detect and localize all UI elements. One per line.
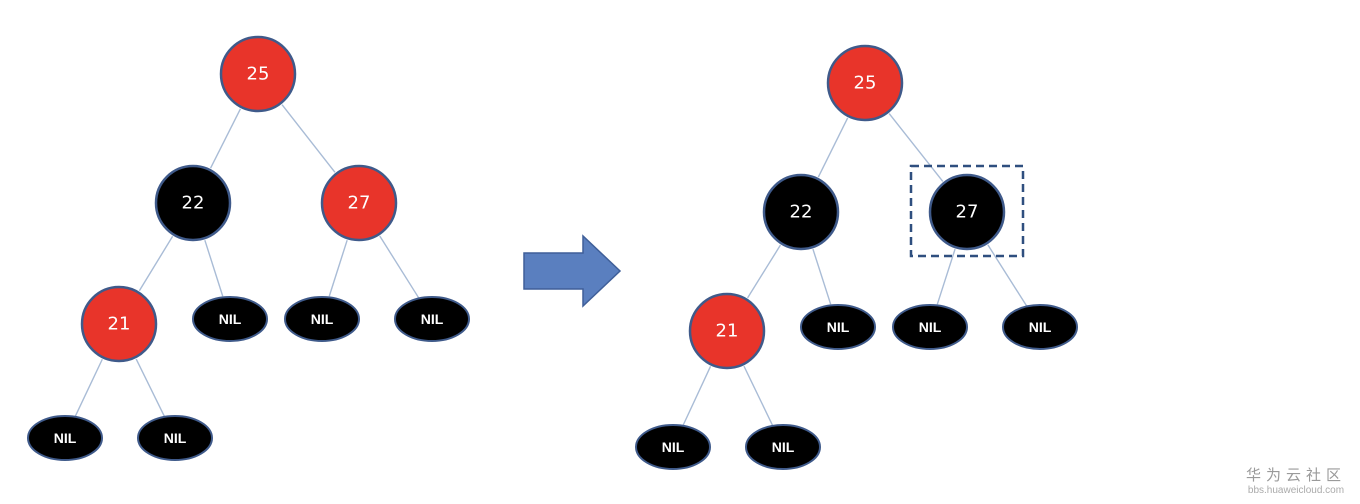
tree-edge xyxy=(328,239,348,297)
nil-leaf: NIL xyxy=(27,415,103,461)
nil-leaf-shape xyxy=(192,296,268,342)
nil-leaf: NIL xyxy=(800,304,876,350)
tree-edge xyxy=(888,113,944,182)
nil-leaf-label: NIL xyxy=(219,311,242,327)
nil-leaf: NIL xyxy=(1002,304,1078,350)
node-circle xyxy=(928,173,1006,251)
tree-edge xyxy=(138,235,174,292)
tree-edge xyxy=(209,108,242,169)
tree-node-27: 27 xyxy=(909,164,1025,258)
node-circle xyxy=(688,292,766,370)
node-label: 21 xyxy=(716,321,739,342)
tree-edge xyxy=(682,366,712,426)
nil-leaf-label: NIL xyxy=(827,319,850,335)
tree-node-22: 22 xyxy=(154,164,232,242)
nil-leaf-label: NIL xyxy=(1029,319,1052,335)
tree-edge xyxy=(987,244,1028,308)
node-circle xyxy=(762,173,840,251)
nil-leaf-shape xyxy=(892,304,968,350)
nil-leaf: NIL xyxy=(635,424,711,470)
node-circle xyxy=(219,35,297,113)
tree-node-21: 21 xyxy=(80,285,158,363)
nil-leaf-label: NIL xyxy=(311,311,334,327)
nil-leaf-label: NIL xyxy=(772,439,795,455)
nil-leaf-shape xyxy=(635,424,711,470)
node-circle xyxy=(154,164,232,242)
watermark: 华为云社区 bbs.huaweicloud.com xyxy=(1246,464,1346,496)
nil-leaf-shape xyxy=(284,296,360,342)
node-circle xyxy=(826,44,904,122)
nil-leaf-label: NIL xyxy=(662,439,685,455)
tree-edge xyxy=(812,248,832,305)
node-label: 25 xyxy=(854,73,877,94)
nil-leaf: NIL xyxy=(394,296,470,342)
node-label: 27 xyxy=(348,193,371,214)
nil-leaf: NIL xyxy=(892,304,968,350)
right-arrow-icon xyxy=(523,234,622,308)
nil-leaf-shape xyxy=(137,415,213,461)
node-label: 27 xyxy=(956,202,979,223)
nil-leaf: NIL xyxy=(745,424,821,470)
watermark-url: bbs.huaweicloud.com xyxy=(1247,485,1345,496)
node-label: 21 xyxy=(108,314,131,335)
tree-edge xyxy=(204,239,224,297)
tree-edge xyxy=(379,235,420,300)
node-label: 22 xyxy=(182,193,205,214)
nil-leaf-shape xyxy=(800,304,876,350)
tree-node-27: 27 xyxy=(320,164,398,242)
nil-leaf-label: NIL xyxy=(164,430,187,446)
tree-node-25: 25 xyxy=(826,44,904,122)
tree-node-21: 21 xyxy=(688,292,766,370)
recolor-highlight-box xyxy=(909,164,1025,258)
nil-leaf-label: NIL xyxy=(54,430,77,446)
tree-edge xyxy=(936,248,956,305)
node-circle xyxy=(320,164,398,242)
nil-leaf: NIL xyxy=(137,415,213,461)
tree-edge xyxy=(817,117,849,178)
nil-leaf-label: NIL xyxy=(919,319,942,335)
node-label: 22 xyxy=(790,202,813,223)
tree-edge xyxy=(135,358,166,417)
tree-edge xyxy=(281,104,336,173)
tree-node-22: 22 xyxy=(762,173,840,251)
tree-edge xyxy=(743,365,774,426)
node-circle xyxy=(80,285,158,363)
nil-leaf-shape xyxy=(1002,304,1078,350)
tree-edge xyxy=(74,358,103,417)
node-label: 25 xyxy=(247,64,270,85)
nil-leaf: NIL xyxy=(284,296,360,342)
nil-leaf-shape xyxy=(745,424,821,470)
nil-leaf: NIL xyxy=(192,296,268,342)
tree-edge xyxy=(747,244,781,299)
watermark-title: 华为云社区 xyxy=(1245,466,1346,484)
nil-leaf-shape xyxy=(394,296,470,342)
tree-node-25: 25 xyxy=(219,35,297,113)
nil-leaf-label: NIL xyxy=(421,311,444,327)
nil-leaf-shape xyxy=(27,415,103,461)
transition-arrow xyxy=(523,234,622,308)
